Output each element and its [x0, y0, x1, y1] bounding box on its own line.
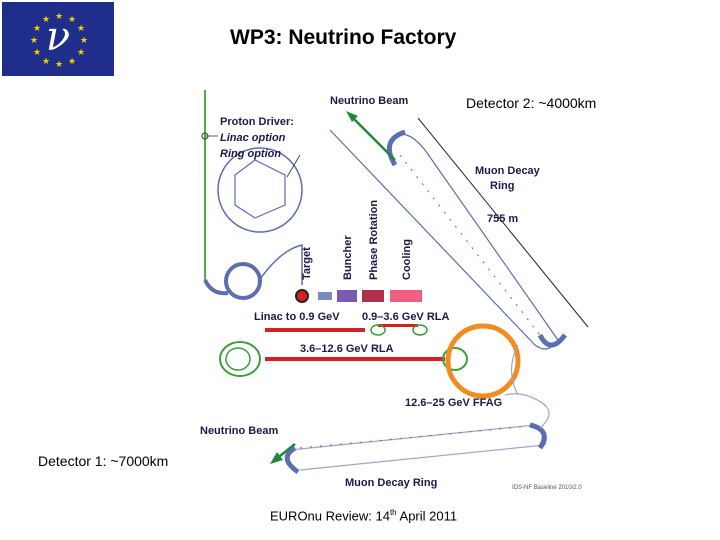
- rla2-arc-right: [442, 347, 468, 371]
- ring-option-pointer: [286, 154, 301, 178]
- label-neutrino-beam-top: Neutrino Beam: [330, 95, 408, 107]
- linac-bar: [265, 328, 365, 332]
- svg-text:★: ★: [68, 15, 76, 25]
- label-rla2: 3.6–12.6 GeV RLA: [300, 343, 394, 355]
- label-target: Target: [301, 247, 313, 280]
- rla1-top-bar: [378, 324, 418, 327]
- svg-text:★: ★: [68, 57, 76, 67]
- label-muon-decay-ring-bottom: Muon Decay Ring: [345, 477, 437, 489]
- svg-text:★: ★: [77, 24, 85, 34]
- label-ring-option: Ring option: [220, 148, 281, 160]
- svg-text:★: ★: [80, 36, 88, 46]
- svg-text:★: ★: [42, 15, 50, 25]
- label-neutrino-beam-bottom: Neutrino Beam: [200, 425, 278, 437]
- svg-text:★: ★: [33, 24, 41, 34]
- buncher-prelim-block: [318, 292, 332, 300]
- phase-rotation-block: [362, 290, 384, 302]
- proton-ring: [217, 147, 303, 233]
- label-muon-decay-ring-top-2: Ring: [490, 180, 514, 192]
- transfer-line-lower: [504, 393, 550, 429]
- accumulator-ring: [224, 262, 262, 300]
- svg-text:★: ★: [33, 48, 41, 58]
- star-circle-icon: ★★★ ★★★ ★★★ ★★★: [30, 12, 88, 70]
- nu-symbol: ν: [45, 14, 71, 60]
- lower-ring-arc-right: [529, 422, 547, 450]
- label-detector-2: Detector 2: ~4000km: [466, 95, 596, 111]
- target-icon: [295, 289, 309, 303]
- rla2-arc-left: [219, 341, 261, 377]
- rla2-bar: [265, 357, 445, 361]
- eu-flag-logo: ★★★ ★★★ ★★★ ★★★ ν: [2, 2, 114, 76]
- footer-tail: April 2011: [396, 508, 458, 524]
- label-muon-decay-ring-top-1: Muon Decay: [475, 165, 541, 177]
- transfer-line-upper: [510, 344, 519, 396]
- svg-text:★: ★: [30, 36, 38, 46]
- ring-length-arrow: [417, 117, 589, 328]
- ffag-ring: [445, 323, 521, 399]
- slide-title: WP3: Neutrino Factory: [230, 26, 457, 49]
- transfer-line: [203, 279, 229, 296]
- cooling-block: [390, 290, 422, 302]
- upper-decay-ring-magnets: [399, 154, 541, 336]
- svg-text:★: ★: [77, 48, 85, 58]
- buncher-block: [337, 290, 357, 302]
- label-linac: Linac to 0.9 GeV: [254, 311, 340, 323]
- neutrino-beam-bottom-arrow: [270, 452, 283, 464]
- transfer-to-target: [257, 244, 303, 285]
- label-ffag: 12.6–25 GeV FFAG: [405, 397, 502, 409]
- footer-main: EUROnu Review: 14: [270, 508, 390, 524]
- upper-ring-arc-bottom: [537, 333, 567, 348]
- neutrino-beam-top-arrow: [346, 111, 358, 122]
- neutrino-beam-top-line: [349, 114, 396, 161]
- label-linac-option: Linac option: [220, 132, 286, 144]
- label-baseline-note: IDS-NF Baseline 2010/2.0: [512, 485, 582, 491]
- proton-ring-inner: [234, 159, 286, 219]
- rla1-arc-right: [412, 324, 428, 336]
- footer-superscript: th: [389, 508, 397, 517]
- label-rla1: 0.9–3.6 GeV RLA: [362, 311, 449, 323]
- label-buncher: Buncher: [342, 235, 354, 280]
- label-detector-1: Detector 1: ~7000km: [38, 453, 168, 469]
- upper-ring-arc-top: [386, 129, 406, 167]
- label-phase-rotation: Phase Rotation: [368, 200, 380, 280]
- label-cooling: Cooling: [401, 239, 413, 280]
- rla1-arc-left: [370, 324, 386, 336]
- lower-decay-ring-track: [289, 424, 547, 471]
- label-ring-length: 755 m: [487, 213, 518, 225]
- lower-ring-arc-left: [284, 445, 300, 475]
- svg-text:★: ★: [55, 12, 63, 22]
- svg-text:★: ★: [42, 57, 50, 67]
- rla2-arc-left-inner: [225, 347, 251, 371]
- slide-footer: EUROnu Review: 14th April 2011: [270, 508, 457, 523]
- svg-text:★: ★: [55, 60, 63, 70]
- label-proton-driver: Proton Driver:: [220, 116, 294, 128]
